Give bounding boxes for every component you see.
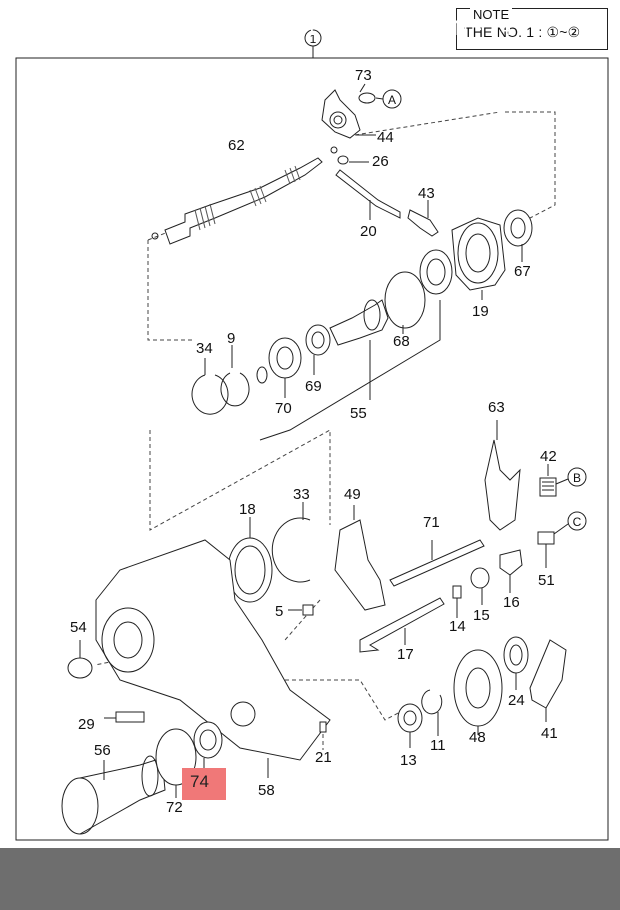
part-55-input-shaft — [329, 299, 389, 400]
part-63-shift-fork — [484, 420, 521, 531]
footer-page-number: N - 74 — [453, 17, 514, 40]
label-17: 17 — [397, 646, 414, 663]
part-43-strainer — [407, 200, 439, 237]
label-62: 62 — [228, 137, 245, 154]
label-67: 67 — [514, 263, 531, 280]
label-41: 41 — [541, 725, 558, 742]
footer-part-info: HYUNDAI KIA - 473144B000A — [104, 17, 408, 40]
label-14: 14 — [449, 618, 466, 635]
part-49-shift-fork — [334, 505, 386, 611]
callout-b: B — [573, 471, 581, 485]
label-51: 51 — [538, 572, 555, 589]
part-11-snap-ring — [421, 689, 443, 715]
label-56: 56 — [94, 742, 111, 759]
part-33-snap-ring — [271, 517, 311, 583]
part-67-bearing — [503, 209, 533, 262]
part-24-ring — [503, 636, 529, 674]
footer-bar — [0, 848, 620, 910]
assembly-label: 1 — [310, 32, 317, 46]
part-13-bearing — [397, 703, 423, 733]
label-5: 5 — [275, 603, 283, 620]
label-20: 20 — [360, 223, 377, 240]
part-labels: 1 73 A 44 26 62 43 20 67 19 68 34 9 69 7… — [70, 32, 582, 816]
part-5-plug — [302, 604, 314, 616]
callout-a: A — [388, 93, 396, 107]
callout-c-circle — [567, 511, 587, 531]
part-17-shift-shaft — [359, 597, 445, 653]
label-54: 54 — [70, 619, 87, 636]
part-19-pump-housing — [451, 217, 506, 300]
label-15: 15 — [473, 607, 490, 624]
label-21: 21 — [315, 749, 332, 766]
part-58-case-housing — [95, 539, 331, 778]
label-9: 9 — [227, 330, 235, 347]
part-21-pin — [319, 721, 327, 733]
part-51-detent — [537, 511, 587, 568]
part-70-bearing — [256, 337, 302, 398]
label-18: 18 — [239, 501, 256, 518]
assembly-frame — [15, 57, 609, 841]
label-70: 70 — [275, 400, 292, 417]
part-54-seal — [67, 657, 93, 679]
label-44: 44 — [377, 129, 394, 146]
note-text: THE NO. 1 : ①~② — [464, 24, 581, 40]
label-19: 19 — [472, 303, 489, 320]
callout-c: C — [573, 515, 582, 529]
part-74-oil-seal — [193, 721, 223, 759]
label-29: 29 — [78, 716, 95, 733]
label-55: 55 — [350, 405, 367, 422]
note-title: NOTE — [470, 7, 513, 22]
label-71: 71 — [423, 514, 440, 531]
part-69-ring — [305, 324, 331, 375]
label-73: 73 — [355, 67, 372, 84]
part-44-pump-cover — [321, 83, 402, 139]
label-63: 63 — [488, 399, 505, 416]
label-68: 68 — [393, 333, 410, 350]
note-box — [456, 8, 608, 50]
part-41-chain — [529, 639, 567, 709]
part-drive-sprocket — [419, 249, 453, 295]
part-15-seal — [470, 567, 490, 589]
part-34-snap-ring — [191, 374, 229, 415]
callout-b-circle — [567, 467, 587, 487]
part-42-spring — [539, 464, 587, 497]
exploded-parts-diagram: 1 73 A 44 26 62 43 20 67 19 68 34 9 69 7… — [15, 29, 609, 841]
label-69: 69 — [305, 378, 322, 395]
part-20-oil-tube — [335, 155, 401, 220]
label-33: 33 — [293, 486, 310, 503]
part-56-flange — [61, 755, 166, 835]
label-26: 26 — [372, 153, 389, 170]
label-72: 72 — [166, 799, 183, 816]
part-62-shaft — [151, 146, 338, 245]
highlighted-part-number: 74 — [190, 772, 209, 791]
label-16: 16 — [503, 594, 520, 611]
label-11: 11 — [430, 737, 446, 754]
highlighted-part-box[interactable] — [182, 768, 226, 800]
part-73-oring — [358, 92, 376, 104]
part-71-shift-rail — [389, 539, 485, 587]
label-49: 49 — [344, 486, 361, 503]
part-48-gear — [453, 649, 503, 735]
label-58: 58 — [258, 782, 275, 799]
label-13: 13 — [400, 752, 417, 769]
part-14-pin — [452, 585, 462, 599]
label-34: 34 — [196, 340, 213, 357]
part-9-snap-ring — [220, 372, 250, 407]
part-68-plate — [384, 271, 426, 334]
label-43: 43 — [418, 185, 435, 202]
label-42: 42 — [540, 448, 557, 465]
label-24: 24 — [508, 692, 525, 709]
part-29-bolt — [104, 711, 145, 723]
part-16-sensor — [499, 549, 523, 593]
label-48: 48 — [469, 729, 486, 746]
